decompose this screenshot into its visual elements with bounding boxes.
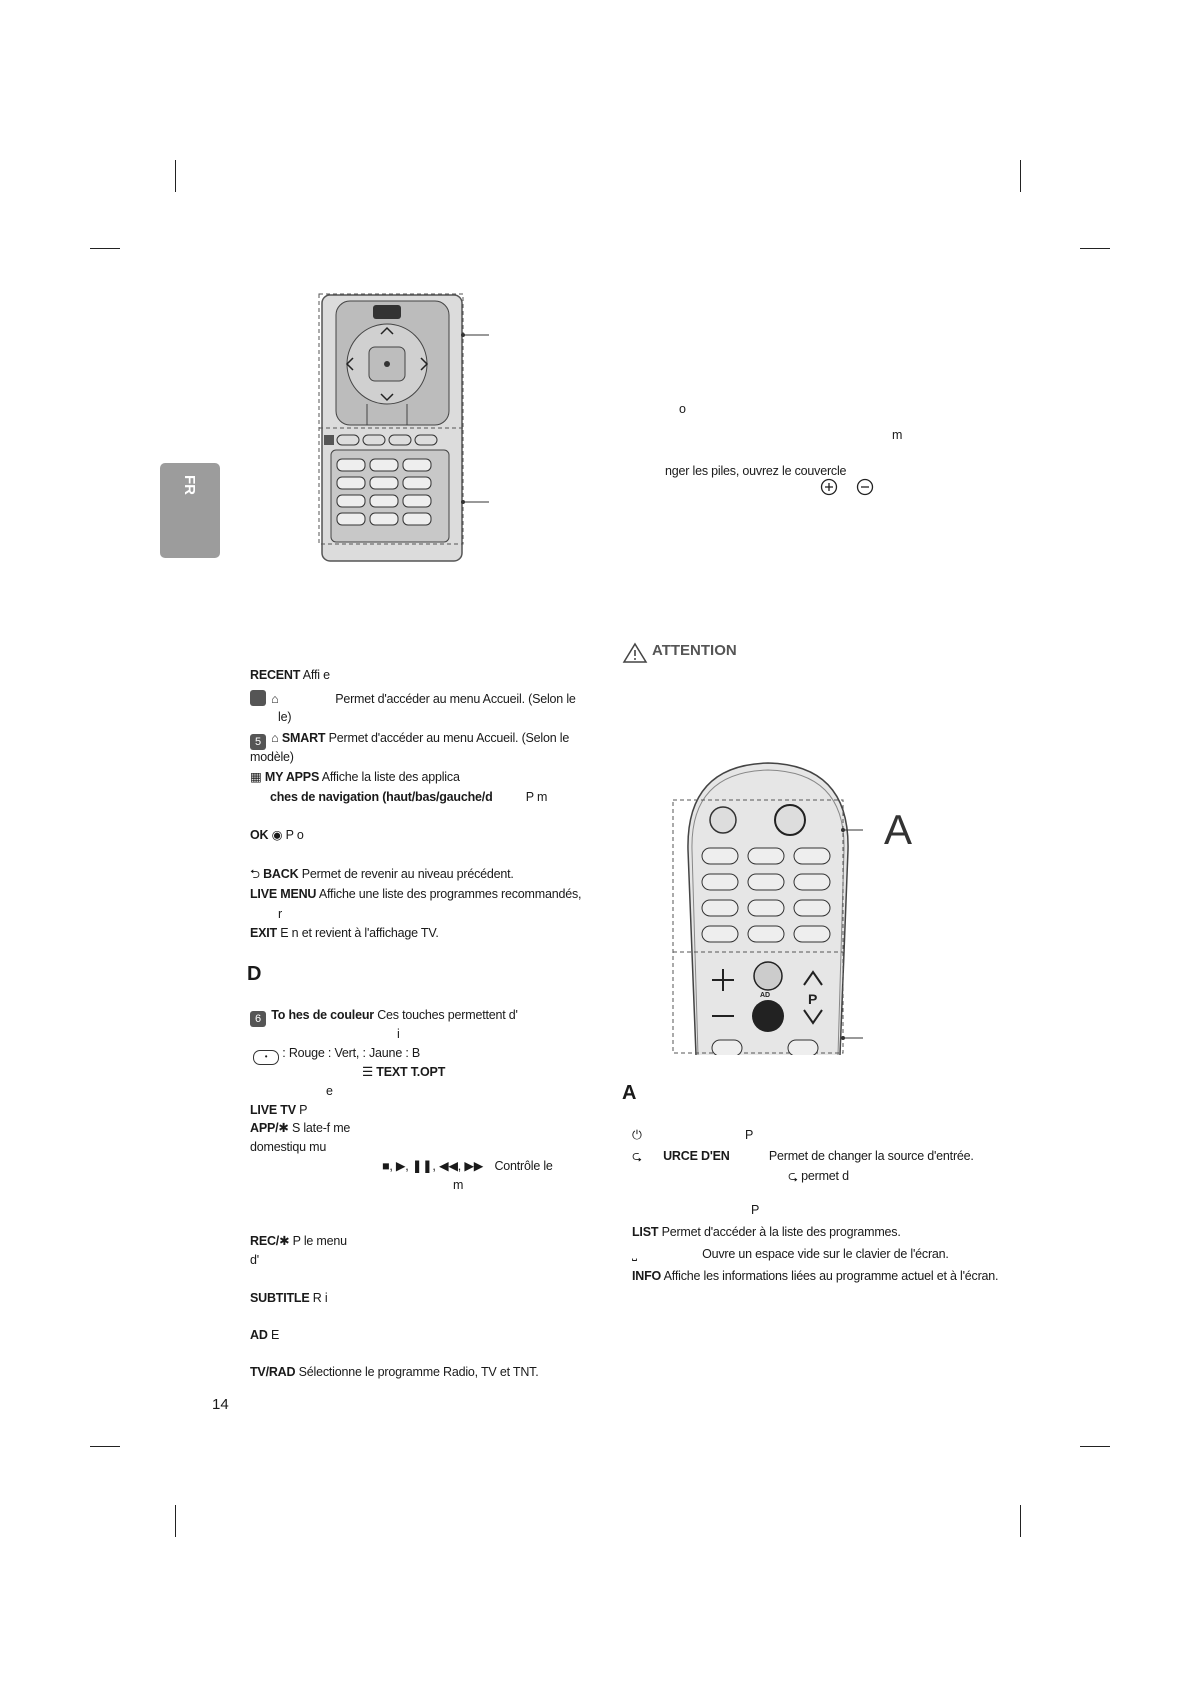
page-number: 14: [212, 1396, 229, 1413]
callout-number-icon: [250, 690, 266, 706]
callout-number-6-icon: 6: [250, 1011, 266, 1027]
home-icon: ⌂: [271, 731, 279, 745]
text-line: le): [278, 710, 292, 724]
back-arrow-icon: ⮌: [250, 867, 260, 881]
language-label: FR: [181, 475, 198, 495]
my-apps-line: ▦ MY APPS Affiche la liste des applica: [250, 770, 460, 784]
ok-line: OK ◉ P o: [250, 828, 304, 842]
info-line: INFO Affiche les informations liées au p…: [632, 1269, 999, 1283]
standard-remote-illustration: [318, 293, 489, 562]
text-line: d': [250, 1253, 259, 1267]
ad-line: AD E: [250, 1328, 280, 1342]
text-line: m: [892, 428, 903, 442]
rec-line: REC/✱ P le menu: [250, 1234, 347, 1248]
subtitle-line: SUBTITLE R i: [250, 1291, 328, 1305]
power-icon: ⏻: [632, 1128, 642, 1142]
text-topt-line: ☰ TEXT T.OPT: [362, 1065, 446, 1079]
warning-icon: [622, 642, 648, 663]
playback-controls-icons: ■, ▶, ❚❚, ◀◀, ▶▶: [382, 1159, 484, 1173]
crop-mark: [175, 160, 176, 192]
playback-line: ■, ▶, ❚❚, ◀◀, ▶▶ Contrôle le: [382, 1159, 553, 1173]
callout-letter: A: [884, 806, 913, 853]
asterisk-icon: ✱: [278, 1121, 289, 1135]
space-bar-icon: ⎵: [632, 1247, 637, 1261]
space-line: ⎵ Ouvre un espace vide sur le clavier de…: [632, 1247, 949, 1261]
home-icon: ⌂: [271, 692, 279, 706]
crop-mark: [90, 1446, 120, 1447]
navigation-line: ches de navigation (haut/bas/gauche/d P …: [270, 790, 548, 804]
text-line: r: [278, 907, 282, 921]
color-list-line: • : Rouge : Vert, : Jaune : B: [253, 1045, 420, 1065]
list-line: LIST Permet d'accéder à la liste des pro…: [632, 1225, 901, 1239]
plus-minus-battery-icon: [820, 478, 874, 496]
smart-line: 5 ⌂ SMART Permet d'accéder au menu Accue…: [250, 730, 569, 750]
power-line: ⏻ P: [632, 1128, 754, 1142]
live-menu-line: LIVE MENU Affiche une liste des programm…: [250, 887, 582, 901]
input-source-sub-line: ⮎ permet d: [788, 1169, 849, 1183]
input-source-line: ⮎ URCE D'EN Permet de changer la source …: [632, 1149, 974, 1163]
ok-icon: ◉: [271, 828, 283, 842]
input-source-icon: ⮎: [632, 1149, 642, 1163]
back-line: ⮌ BACK Permet de revenir au niveau précé…: [250, 867, 514, 881]
program-key-label: P: [808, 991, 817, 1007]
text-line: domestiqu mu: [250, 1140, 327, 1154]
color-keys-line: 6 To hes de couleur Ces touches permette…: [250, 1007, 518, 1027]
red-key-icon: •: [253, 1050, 279, 1065]
text-line: modèle): [250, 750, 294, 764]
text-line: e: [326, 1084, 333, 1098]
text-line: P: [751, 1203, 760, 1217]
home-line: ⌂ Permet d'accéder au menu Accueil. (Sel…: [250, 690, 576, 707]
callout-number-5-icon: 5: [250, 734, 266, 750]
crop-mark: [1080, 1446, 1110, 1447]
teletext-icon: ☰: [362, 1065, 374, 1079]
crop-mark: [1080, 248, 1110, 249]
text-line: o: [679, 402, 686, 416]
apps-grid-icon: ▦: [250, 770, 262, 784]
attention-heading: ATTENTION: [652, 642, 737, 659]
ad-key-label: AD: [760, 992, 770, 999]
tv-rad-line: TV/RAD Sélectionne le programme Radio, T…: [250, 1365, 539, 1379]
recent-line: RECENT Affi e: [250, 668, 330, 682]
app-line: APP/✱ S late-f me: [250, 1121, 351, 1135]
exit-line: EXIT E n et revient à l'affichage TV.: [250, 926, 439, 940]
text-line: i: [397, 1027, 400, 1041]
section-heading-a: A: [622, 1082, 637, 1104]
input-source-icon: ⮎: [788, 1169, 798, 1183]
language-side-tab: FR: [160, 463, 220, 558]
crop-mark: [1020, 160, 1021, 192]
crop-mark: [175, 1505, 176, 1537]
text-line: m: [453, 1178, 464, 1192]
crop-mark: [1020, 1505, 1021, 1537]
text-line: nger les piles, ouvrez le couvercle: [665, 464, 847, 478]
live-tv-line: LIVE TV P: [250, 1103, 308, 1117]
section-heading-d: D: [247, 963, 262, 985]
magic-remote-illustration: P AD: [672, 762, 863, 1055]
asterisk-icon: ✱: [279, 1234, 290, 1248]
crop-mark: [90, 248, 120, 249]
